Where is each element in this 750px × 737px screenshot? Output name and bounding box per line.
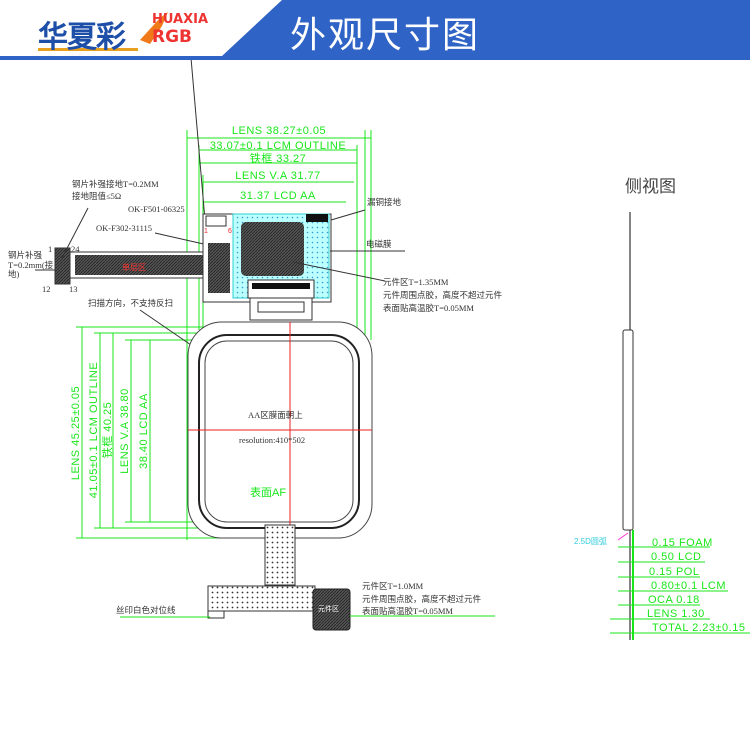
emi-film-note: 电磁膜	[366, 239, 392, 249]
layer-lens: LENS 1.30	[647, 608, 705, 620]
logo-rgb: RGB	[152, 27, 192, 47]
dim-lens-height: LENS 45.25±0.05	[70, 386, 82, 480]
arc-note: 2.5D圆弧	[574, 536, 607, 546]
logo-chinese: 华夏彩	[38, 20, 126, 55]
component-note-2: 元件周围点胶，高度不超过元件	[383, 290, 503, 300]
fpc-bottom-tail	[264, 524, 296, 586]
layer-oca: OCA 0.18	[648, 594, 700, 606]
driver-ic-area	[241, 222, 304, 276]
single-layer-zone	[75, 255, 205, 275]
exposed-copper-pad	[306, 214, 328, 222]
connector-f501	[205, 215, 227, 227]
dim-frame-height: 铁框 40.25	[101, 402, 114, 459]
fpc-bottom-bar	[207, 585, 316, 612]
lcm-outline	[198, 334, 360, 529]
component-note-1: 元件区T=1.35MM	[383, 277, 449, 287]
side-view-dimensions	[610, 546, 750, 634]
dim-lens-width: LENS 38.27±0.05	[232, 125, 326, 137]
layer-lcm: 0.80±0.1 LCM	[651, 580, 726, 592]
active-area	[204, 340, 354, 523]
bottom-component-note-2: 元件周围点胶，高度不超过元件	[362, 594, 482, 604]
dim-lcm-height: 41.05±0.1 LCM OUTLINE	[88, 362, 100, 498]
steel-small-note-2: T=0.2mm(接	[8, 260, 54, 270]
pin-12-label: 12	[42, 284, 51, 294]
steel-small-note-1: 钢片补强	[8, 250, 43, 260]
header-banner: 华夏彩 HUAXIA RGB 外观尺寸图	[0, 0, 750, 60]
silkscreen-note: 丝印白色对位线	[116, 605, 176, 615]
connector-pin-a: 1	[204, 228, 208, 235]
bottom-component-note-3: 表面贴高温胶T=0.05MM	[362, 606, 453, 616]
component-note-3: 表面贴高温胶T=0.05MM	[383, 303, 474, 313]
connector-label-2: OK-F302-31115	[96, 223, 152, 233]
copper-ground-note: 漏铜接地	[367, 197, 402, 207]
left-dimension-lines	[81, 327, 151, 538]
dim-lens-va-width: LENS V.A 31.77	[235, 170, 321, 182]
dimension-drawing: LENS 38.27±0.05 33.07±0.1 LCM OUTLINE 铁框…	[8, 60, 750, 640]
dim-lcm-width: 33.07±0.1 LCM OUTLINE	[210, 140, 346, 152]
dim-lens-va-height: LENS V.A 38.80	[119, 388, 131, 474]
pin-1-label: 1	[48, 244, 52, 254]
dim-lcd-aa-width: 31.37 LCD AA	[240, 190, 316, 202]
surface-af-label: 表面AF	[250, 485, 286, 499]
scan-direction-note: 扫描方向，不支持反扫	[88, 298, 173, 308]
dim-lcd-aa-height: 38.40 LCD AA	[138, 393, 150, 469]
page-title: 外观尺寸图	[290, 15, 481, 56]
layer-total: TOTAL 2.23±0.15	[652, 622, 745, 634]
steel-ground-note-1: 钢片补强接地T=0.2MM	[72, 179, 159, 189]
top-dimension-lines	[187, 137, 371, 203]
aa-film-note: AA区膜面朝上	[248, 410, 303, 420]
pin-24-label: 24	[71, 244, 80, 254]
dim-frame-width: 铁框 33.27	[250, 152, 307, 165]
layer-foam: 0.15 FOAM	[652, 537, 713, 549]
connector-pin-b: 6	[228, 228, 232, 235]
connector-label-1: OK-F501-06325	[128, 204, 185, 214]
steel-ground-note-2: 接地阻值≤5Ω	[72, 191, 121, 201]
single-layer-label: 单层区	[122, 262, 146, 272]
layer-lcd: 0.50 LCD	[651, 551, 701, 563]
banner-background	[0, 0, 750, 60]
logo-rgb-text: RGB	[152, 27, 193, 47]
side-view-title: 侧视图	[625, 177, 676, 196]
pin-13-label: 13	[69, 284, 78, 294]
connector-f302	[208, 243, 230, 293]
logo-huaxia: HUAXIA	[152, 12, 209, 27]
steel-stiffener	[54, 247, 71, 285]
bottom-component-area	[312, 588, 351, 631]
side-view-module	[622, 329, 634, 531]
logo-flame-icon	[140, 12, 168, 44]
bottom-component-label: 元件区	[318, 604, 339, 613]
layer-pol: 0.15 POL	[649, 566, 699, 578]
resolution-label: resolution:410*502	[239, 435, 305, 445]
bottom-component-note-1: 元件区T=1.0MM	[362, 581, 424, 591]
steel-small-note-3: 地)	[8, 269, 20, 279]
